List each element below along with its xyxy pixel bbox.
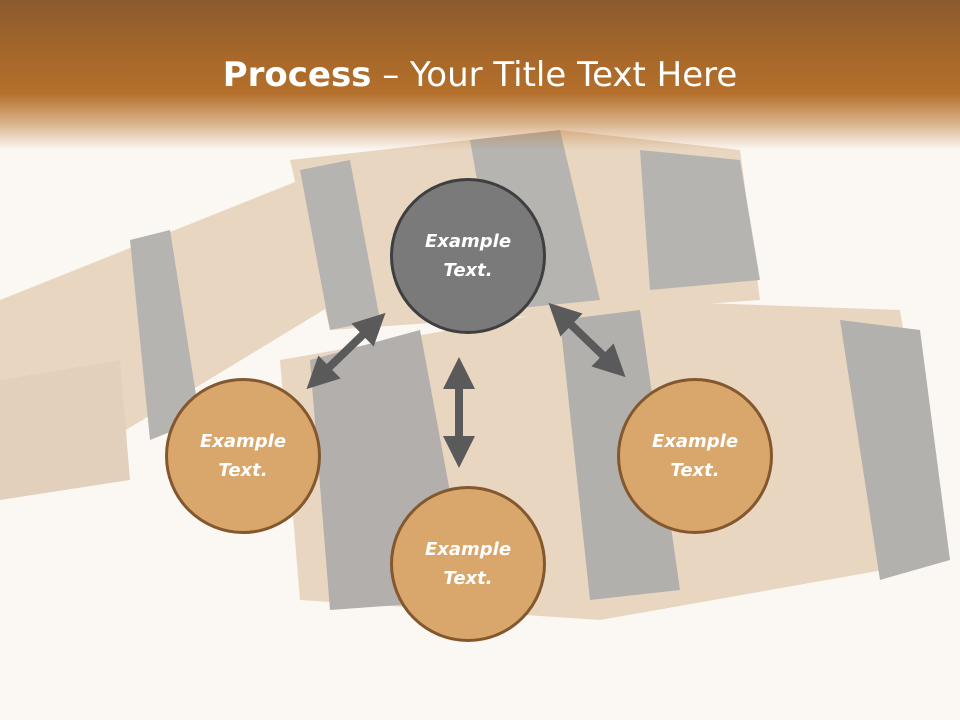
node-right-line2: Text. <box>670 460 720 481</box>
node-top-line1: Example <box>424 231 512 252</box>
process-node-top: Example Text. <box>390 178 546 334</box>
arrow-top-left <box>306 312 386 390</box>
node-bottom-line2: Text. <box>443 568 493 589</box>
title-bold: Process <box>222 55 372 95</box>
node-top-line2: Text. <box>443 260 493 281</box>
arrow-top-right <box>548 302 626 378</box>
process-node-bottom: Example Text. <box>390 486 546 642</box>
node-bottom-line1: Example <box>424 539 512 560</box>
title-rest: – Your Title Text Here <box>371 55 738 95</box>
node-left-line2: Text. <box>218 460 268 481</box>
node-right-line1: Example <box>651 431 739 452</box>
process-node-right: Example Text. <box>617 378 773 534</box>
process-node-left: Example Text. <box>165 378 321 534</box>
slide-title: Process – Your Title Text Here <box>0 52 960 98</box>
title-band <box>0 0 960 150</box>
node-left-line1: Example <box>199 431 287 452</box>
